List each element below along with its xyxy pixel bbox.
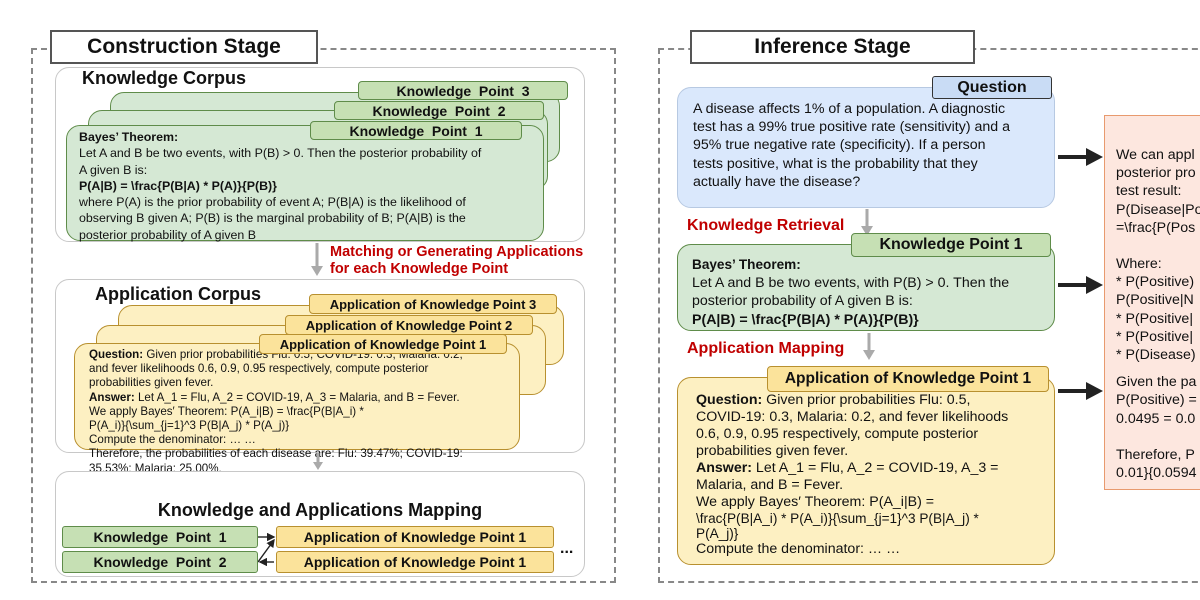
application-point-1-tab: Application of Knowledge Point 1 <box>259 334 507 354</box>
output-line: P(Positive) = <box>1116 392 1197 409</box>
output-line: test result: <box>1116 183 1182 200</box>
question-label: Question: <box>89 348 144 361</box>
mapped-question-text: Given prior probabilities Flu: 0.5, <box>762 392 971 408</box>
output-line: We can appl <box>1116 147 1195 163</box>
retrieved-bayes-title: Bayes’ Theorem: <box>692 257 801 272</box>
mapping-application-2: Application of Knowledge Point 1 <box>276 551 554 573</box>
knowledge-corpus-title: Knowledge Corpus <box>82 68 247 88</box>
mapped-application-tab: Application of Knowledge Point 1 <box>767 366 1049 392</box>
mapped-question-line: probabilities given fever. <box>696 443 849 459</box>
mapping-ellipsis: ... <box>560 540 574 557</box>
question-line: tests positive, what is the probability … <box>693 155 978 172</box>
knowledge-point-2-tab: Knowledge Point 2 <box>334 101 544 120</box>
knowledge-text-line: where P(A) is the prior probability of e… <box>79 195 466 210</box>
output-line: 0.01}{0.0594 <box>1116 465 1197 482</box>
application-card-front: Question: Given prior probabilities Flu:… <box>74 343 520 475</box>
output-spacer <box>1116 237 1200 255</box>
output-line: P(Disease|Po <box>1116 201 1200 218</box>
output-line: * P(Disease) <box>1116 347 1196 364</box>
output-line: Where: <box>1116 256 1162 273</box>
output-spacer <box>1116 428 1200 446</box>
mapped-answer-line: We apply Bayes′ Theorem: P(A_i|B) = <box>696 494 935 510</box>
retrieved-knowledge-line: Let A and B be two events, with P(B) > 0… <box>692 275 1010 292</box>
mapping-knowledge-point-2: Knowledge Point 2 <box>62 551 258 573</box>
question-card: A disease affects 1% of a population. A … <box>677 87 1055 208</box>
right-arrow-icon <box>1058 382 1103 400</box>
mapping-title: Knowledge and Applications Mapping <box>157 500 483 520</box>
output-line: 0.0495 = 0.0 <box>1116 410 1196 427</box>
question-line: actually have the disease? <box>693 173 861 190</box>
output-line: posterior pro <box>1116 165 1196 182</box>
question-line: test has a 99% true positive rate (sensi… <box>693 119 1011 136</box>
down-arrow-icon <box>311 243 323 276</box>
application-point-3-tab: Application of Knowledge Point 3 <box>309 294 557 314</box>
app-question-line: and fever likelihoods 0.6, 0.9, 0.95 res… <box>89 362 429 376</box>
mapping-connector-icon <box>258 532 276 567</box>
question-line: A disease affects 1% of a population. A … <box>693 101 1006 117</box>
output-line: * P(Positive| <box>1116 310 1194 327</box>
mapped-answer-line: P(A_j)} <box>696 526 739 541</box>
knowledge-retrieval-label: Knowledge Retrieval <box>687 217 845 234</box>
application-corpus-title: Application Corpus <box>95 284 261 304</box>
down-arrow-icon <box>863 333 875 360</box>
mapped-question-line: Question: Given prior probabilities Flu:… <box>696 392 1054 409</box>
down-arrow-icon <box>861 209 873 236</box>
mapped-answer-line: Answer: Let A_1 = Flu, A_2 = COVID-19, A… <box>696 460 1054 477</box>
mapped-answer-text: Let A_1 = Flu, A_2 = COVID-19, A_3 = <box>751 460 999 476</box>
retrieved-bayes-formula: P(A|B) = \frac{P(B|A) * P(A)}{P(B)} <box>692 311 919 328</box>
output-line: Given the pa <box>1116 374 1197 391</box>
output-line: Therefore, P <box>1116 446 1195 463</box>
app-answer-line: We apply Bayes′ Theorem: P(A_i|B) = \fra… <box>89 404 364 418</box>
construction-stage-title: Construction Stage <box>50 30 318 64</box>
output-line: P(Positive|N <box>1116 292 1194 309</box>
app-answer-line: Therefore, the probabilities of each dis… <box>89 447 463 461</box>
mapped-answer-line: \frac{P(B|A_i) * P(A_i)}{\sum_{j=1}^3 P(… <box>696 511 979 526</box>
knowledge-point-3-tab: Knowledge Point 3 <box>358 81 568 100</box>
construction-stage-frame <box>31 48 616 583</box>
app-answer-line: P(A_i)}{\sum_{j=1}^3 P(B|A_j) * P(A_j)} <box>89 419 290 433</box>
mapped-question-line: 0.6, 0.9, 0.95 respectively, compute pos… <box>696 426 979 442</box>
inference-stage-title: Inference Stage <box>690 30 975 64</box>
output-line: * P(Positive) <box>1116 274 1195 291</box>
right-arrow-icon <box>1058 148 1103 166</box>
retrieved-knowledge-tab: Knowledge Point 1 <box>851 233 1051 257</box>
output-spacer <box>1116 364 1200 373</box>
matching-label-line2: for each Knowledge Point <box>330 261 509 277</box>
down-arrow-icon <box>313 453 323 470</box>
output-line: * P(Positive| <box>1116 328 1194 345</box>
knowledge-text-line: observing B given A; P(B) is the margina… <box>79 211 466 226</box>
app-answer-line: Compute the denominator: … … <box>89 433 256 447</box>
answer-output-panel: We can appl posterior pro test result: P… <box>1104 115 1200 490</box>
app-answer-line: Answer: Let A_1 = Flu, A_2 = COVID-19, A… <box>89 391 519 405</box>
knowledge-text-line: Let A and B be two events, with P(B) > 0… <box>79 146 482 161</box>
mapped-application-card: Question: Given prior probabilities Flu:… <box>677 377 1055 565</box>
application-mapping-label: Application Mapping <box>687 340 845 357</box>
mapped-answer-line: Compute the denominator: … … <box>696 541 901 557</box>
knowledge-text-line: posterior probability of A given B <box>79 227 257 242</box>
knowledge-text-line: A given B is: <box>79 162 148 177</box>
app-question-line: probabilities given fever. <box>89 376 214 390</box>
answer-label: Answer: <box>89 390 135 404</box>
retrieved-knowledge-card: Bayes’ Theorem: Let A and B be two event… <box>677 244 1055 331</box>
matching-label-line1: Matching or Generating Applications <box>330 244 584 260</box>
right-arrow-icon <box>1058 276 1103 294</box>
question-line: 95% true negative rate (specificity). If… <box>693 137 986 154</box>
mapped-answer-label: Answer: <box>696 460 752 476</box>
knowledge-card-front: Bayes’ Theorem: Let A and B be two event… <box>66 125 544 242</box>
mapped-answer-line: Malaria, and B = Fever. <box>696 477 844 493</box>
application-point-2-tab: Application of Knowledge Point 2 <box>285 315 533 335</box>
bayes-theorem-title: Bayes’ Theorem: <box>79 130 179 144</box>
mapped-question-line: COVID-19: 0.3, Malaria: 0.2, and fever l… <box>696 409 1009 425</box>
knowledge-point-1-tab: Knowledge Point 1 <box>310 121 522 140</box>
retrieved-knowledge-line: posterior probability of A given B is: <box>692 293 913 310</box>
mapped-question-label: Question: <box>696 392 763 408</box>
mapping-application-1: Application of Knowledge Point 1 <box>276 526 554 548</box>
question-tab: Question <box>932 76 1052 99</box>
bayes-formula: P(A|B) = \frac{P(B|A) * P(A)}{P(B)} <box>79 178 277 193</box>
app-answer-text: Let A_1 = Flu, A_2 = COVID-19, A_3 = Mal… <box>134 390 460 404</box>
output-line: =\frac{P(Pos <box>1116 219 1196 236</box>
mapping-knowledge-point-1: Knowledge Point 1 <box>62 526 258 548</box>
